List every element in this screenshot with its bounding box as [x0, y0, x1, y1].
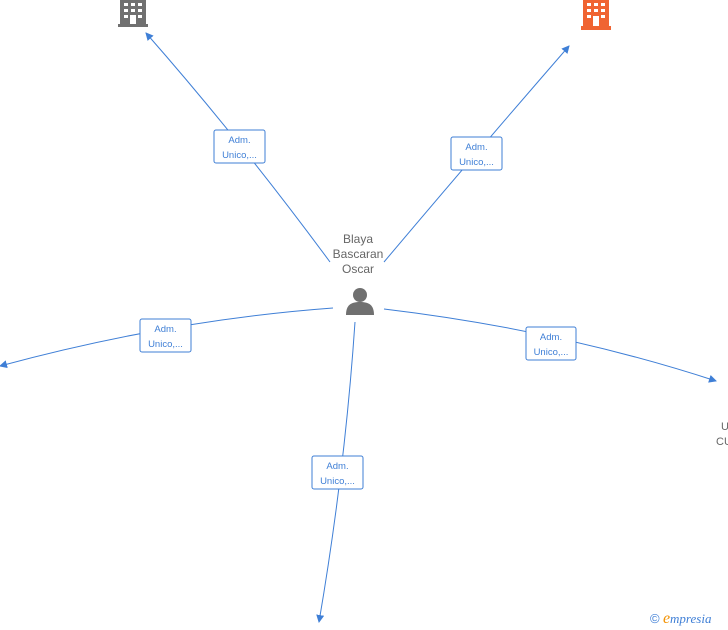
- edge-label-top-right[interactable]: Adm. Unico,...: [450, 136, 503, 171]
- person-name-line: Oscar: [342, 262, 374, 276]
- edge-label-line: Unico,...: [534, 347, 569, 358]
- edge-label-line: Unico,...: [222, 150, 257, 161]
- clipped-label-line: U: [721, 421, 728, 433]
- edge-label-line: Adm.: [465, 142, 487, 153]
- edge-label-line: Adm.: [154, 324, 176, 335]
- edge-label-right[interactable]: Adm. Unico,...: [525, 326, 577, 361]
- edge-label-line: Unico,...: [148, 339, 183, 350]
- person-node[interactable]: Blaya Bascaran Oscar: [333, 232, 384, 315]
- company-node-top-left[interactable]: [118, 0, 148, 27]
- edge-label-top-left[interactable]: Adm. Unico,...: [213, 129, 266, 164]
- edge-label-line: Adm.: [228, 135, 250, 146]
- building-icon: [581, 0, 611, 30]
- brand-logo-name: mpresia: [670, 611, 712, 626]
- edge-label-line: Unico,...: [320, 476, 355, 487]
- clipped-label-line: CU: [716, 436, 728, 448]
- person-name-line: Blaya: [343, 232, 373, 246]
- clipped-node-label-right: U CU: [716, 421, 728, 448]
- edge-label-left[interactable]: Adm. Unico,...: [139, 318, 192, 353]
- brand-logo-initial: e: [662, 610, 671, 627]
- person-icon: [346, 288, 374, 315]
- person-name-line: Bascaran: [333, 247, 384, 261]
- edge-label-bottom[interactable]: Adm. Unico,...: [311, 455, 364, 490]
- edge-label-line: Adm.: [540, 332, 562, 343]
- footer-brand: © empresia: [650, 610, 711, 628]
- company-node-top-right[interactable]: [581, 0, 611, 30]
- edge-label-line: Unico,...: [459, 157, 494, 168]
- edge-label-line: Adm.: [326, 461, 348, 472]
- building-icon: [118, 0, 148, 27]
- edges: [0, 32, 717, 623]
- copyright-symbol: ©: [650, 611, 660, 626]
